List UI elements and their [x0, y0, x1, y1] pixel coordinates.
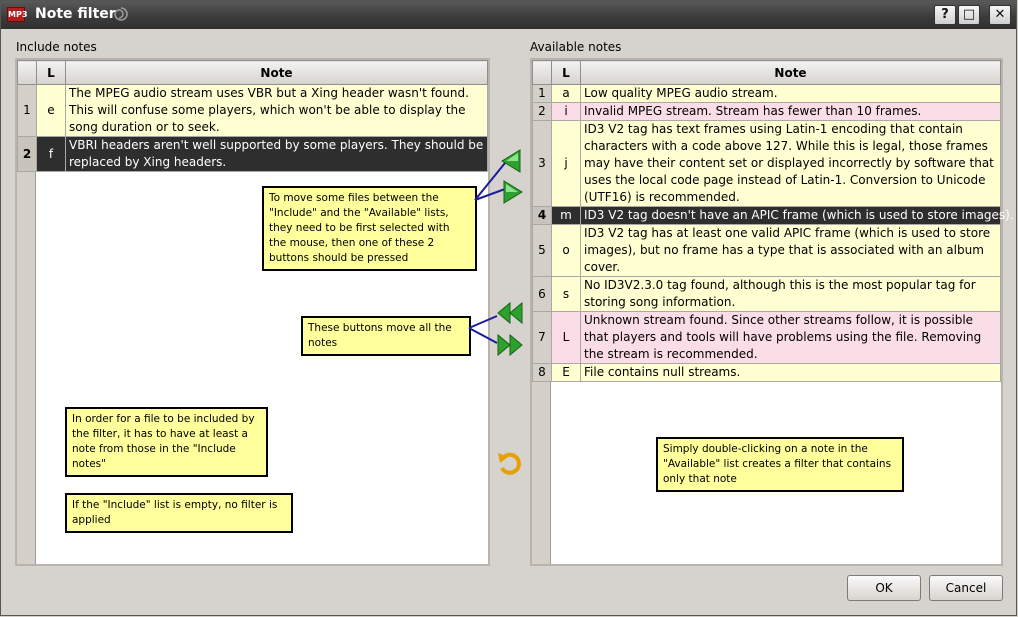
table-row[interactable]: 5 o ID3 V2 tag has at least one valid AP…: [532, 224, 1001, 277]
tip-move-all: These buttons move all the notes: [301, 316, 471, 356]
corner-cell: [17, 60, 37, 85]
tip-move-selected: To move some files between the "Include"…: [262, 186, 477, 271]
available-notes-grid[interactable]: L Note 1 a Low quality MPEG audio stream…: [530, 58, 1014, 566]
column-header-l[interactable]: L: [36, 60, 66, 85]
row-number: 7: [532, 311, 552, 364]
row-number: 8: [532, 363, 552, 382]
note-text: VBRI headers aren't well supported by so…: [65, 136, 488, 172]
row-number: 5: [532, 224, 552, 277]
table-row[interactable]: 7 L Unknown stream found. Since other st…: [532, 311, 1001, 364]
note-text: File contains null streams.: [580, 363, 1001, 382]
note-letter: E: [551, 363, 581, 382]
note-letter: f: [36, 136, 66, 172]
include-notes-label: Include notes: [16, 40, 97, 54]
note-text: ID3 V2 tag doesn't have an APIC frame (w…: [580, 206, 1014, 225]
close-button[interactable]: ✕: [989, 5, 1011, 25]
row-number: 3: [532, 120, 552, 207]
column-header-l[interactable]: L: [551, 60, 581, 85]
note-letter: m: [551, 206, 581, 225]
tip-empty-rule: If the "Include" list is empty, no filte…: [65, 493, 293, 533]
table-row-selected[interactable]: 4 m ID3 V2 tag doesn't have an APIC fram…: [532, 206, 1014, 225]
include-notes-table: L Note 1 e The MPEG audio stream uses VB…: [17, 60, 488, 172]
note-letter: j: [551, 120, 581, 207]
note-text: Low quality MPEG audio stream.: [580, 84, 1001, 103]
move-all-left-icon[interactable]: [496, 299, 524, 327]
note-letter: e: [36, 84, 66, 137]
maximize-button[interactable]: □: [958, 5, 980, 25]
move-right-icon[interactable]: [498, 178, 526, 206]
note-text: The MPEG audio stream uses VBR but a Xin…: [65, 84, 488, 137]
note-letter: a: [551, 84, 581, 103]
tip-include-rule: In order for a file to be included by th…: [65, 407, 268, 477]
note-letter: s: [551, 276, 581, 312]
note-text: Invalid MPEG stream. Stream has fewer th…: [580, 102, 1001, 121]
title-bar[interactable]: MP3 Note filter ? □ ✕: [1, 1, 1016, 29]
available-notes-label: Available notes: [530, 40, 622, 54]
corner-cell: [532, 60, 552, 85]
tip-double-click: Simply double-clicking on a note in the …: [656, 437, 904, 492]
table-row[interactable]: 1 e The MPEG audio stream uses VBR but a…: [17, 84, 488, 137]
table-row[interactable]: 3 j ID3 V2 tag has text frames using Lat…: [532, 120, 1001, 207]
include-notes-grid[interactable]: L Note 1 e The MPEG audio stream uses VB…: [15, 58, 490, 566]
reset-undo-icon[interactable]: [496, 449, 524, 477]
note-letter: L: [551, 311, 581, 364]
move-all-right-icon[interactable]: [496, 331, 524, 359]
mp3-app-icon: MP3: [7, 7, 27, 22]
window-title: Note filter: [35, 6, 116, 22]
column-header-note[interactable]: Note: [580, 60, 1001, 85]
table-row[interactable]: 1 a Low quality MPEG audio stream.: [532, 84, 1001, 103]
row-number: 2: [17, 136, 37, 172]
help-button[interactable]: ?: [934, 5, 956, 25]
row-number: 4: [532, 206, 552, 225]
row-number: 6: [532, 276, 552, 312]
table-row-selected[interactable]: 2 f VBRI headers aren't well supported b…: [17, 136, 488, 172]
note-text: ID3 V2 tag has at least one valid APIC f…: [580, 224, 1001, 277]
table-row[interactable]: 2 i Invalid MPEG stream. Stream has fewe…: [532, 102, 1001, 121]
note-text: ID3 V2 tag has text frames using Latin-1…: [580, 120, 1001, 207]
note-text: Unknown stream found. Since other stream…: [580, 311, 1001, 364]
available-notes-table: L Note 1 a Low quality MPEG audio stream…: [532, 60, 1014, 382]
move-left-icon[interactable]: [498, 147, 526, 175]
table-row[interactable]: 8 E File contains null streams.: [532, 363, 1001, 382]
row-number: 1: [17, 84, 37, 137]
note-letter: i: [551, 102, 581, 121]
table-row[interactable]: 6 s No ID3V2.3.0 tag found, although thi…: [532, 276, 1001, 312]
note-letter: o: [551, 224, 581, 277]
row-header-strip: [17, 84, 36, 564]
ok-button[interactable]: OK: [847, 575, 921, 601]
row-number: 1: [532, 84, 552, 103]
row-number: 2: [532, 102, 552, 121]
column-header-note[interactable]: Note: [65, 60, 488, 85]
swirl-icon: [114, 7, 128, 21]
note-text: No ID3V2.3.0 tag found, although this is…: [580, 276, 1001, 312]
cancel-button[interactable]: Cancel: [929, 575, 1003, 601]
